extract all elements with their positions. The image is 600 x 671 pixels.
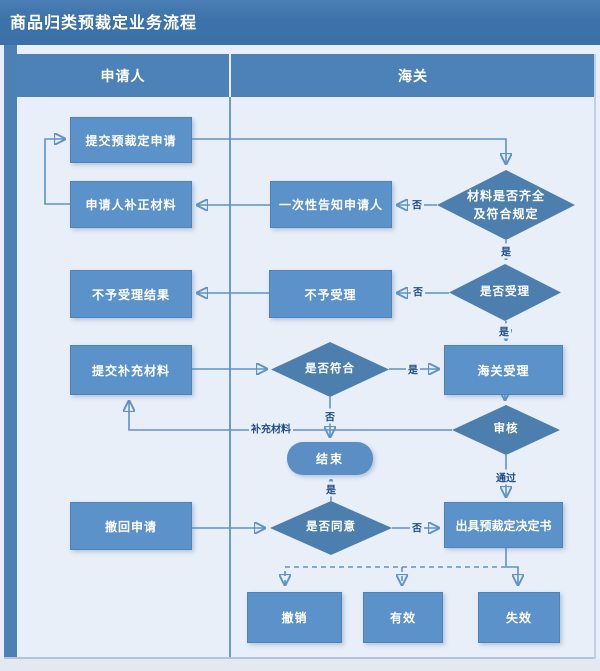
chart-bottom-border (4, 657, 596, 659)
node-comply-question-label: 是否符合 (305, 362, 355, 375)
edge-label-supplement: 补充材料 (249, 420, 293, 436)
node-issue-decision: 出具预裁定决定书 (444, 502, 563, 548)
node-submit-supplement: 提交补充材料 (70, 345, 192, 395)
edge-label-no-accept: 否 (411, 283, 425, 299)
node-invalid-label: 失效 (505, 611, 532, 625)
node-customs-accept: 海关受理 (444, 345, 563, 395)
node-invalid: 失效 (478, 592, 560, 643)
node-submit-application-label: 提交预裁定申请 (85, 133, 177, 148)
connector-submit-to-check (192, 138, 506, 164)
node-reject-label: 不予受理 (304, 287, 357, 302)
edge-label-no-agree: 否 (410, 519, 424, 535)
node-withdraw-label: 撤回申请 (104, 519, 157, 534)
node-valid-label: 有效 (389, 611, 416, 625)
node-valid: 有效 (363, 592, 443, 643)
connector-review-supplement-loop (129, 401, 452, 431)
node-submit-supplement-label: 提交补充材料 (91, 363, 170, 378)
lane-header-applicant: 申请人 (17, 54, 229, 97)
lane-divider (229, 97, 231, 658)
node-reject-result-label: 不予受理结果 (91, 287, 170, 302)
edge-label-pass: 通过 (494, 469, 518, 485)
node-check-materials-line2: 及符合规定 (473, 207, 539, 221)
node-review-label: 审核 (493, 423, 519, 436)
page-title: 商品归类预裁定业务流程 (0, 0, 600, 45)
node-revoke-label: 撤销 (281, 611, 308, 625)
node-check-materials-label: 材料是否齐全 及符合规定 (467, 187, 545, 223)
edge-label-yes-comply: 是 (406, 361, 420, 377)
node-applicant-correct-label: 申请人补正材料 (85, 198, 177, 212)
edge-label-no-materials: 否 (410, 196, 424, 212)
node-accept-question-label: 是否受理 (480, 285, 530, 298)
node-issue-decision-label: 出具预裁定决定书 (455, 518, 552, 533)
node-withdraw: 撤回申请 (70, 502, 192, 550)
node-agree-question-label: 是否同意 (306, 521, 356, 534)
node-applicant-correct: 申请人补正材料 (70, 181, 192, 228)
node-check-materials-line1: 材料是否齐全 (466, 189, 545, 203)
node-customs-accept-label: 海关受理 (477, 363, 530, 378)
node-submit-application: 提交预裁定申请 (70, 117, 192, 163)
edge-label-no-comply: 否 (323, 408, 337, 424)
left-border-strip (4, 45, 17, 658)
connector-branch-invalid (506, 566, 518, 585)
node-notify-once: 一次性告知申请人 (270, 181, 392, 228)
edge-label-yes-materials: 是 (499, 243, 513, 259)
chart-right-border (594, 54, 596, 659)
lane-header-customs: 海关 (231, 54, 595, 97)
edge-label-yes-accept: 是 (497, 323, 511, 339)
node-revoke: 撤销 (247, 592, 342, 643)
node-reject-result: 不予受理结果 (70, 270, 192, 318)
footer-strip (0, 659, 600, 671)
node-notify-once-label: 一次性告知申请人 (278, 198, 383, 212)
node-reject: 不予受理 (269, 270, 392, 318)
connector-dashed-branch-horizontal (285, 566, 506, 585)
edge-label-yes-agree: 是 (324, 481, 338, 497)
node-end-label: 结束 (315, 452, 344, 466)
node-end: 结束 (287, 442, 373, 475)
connector-correct-to-submit-loop (44, 139, 70, 205)
